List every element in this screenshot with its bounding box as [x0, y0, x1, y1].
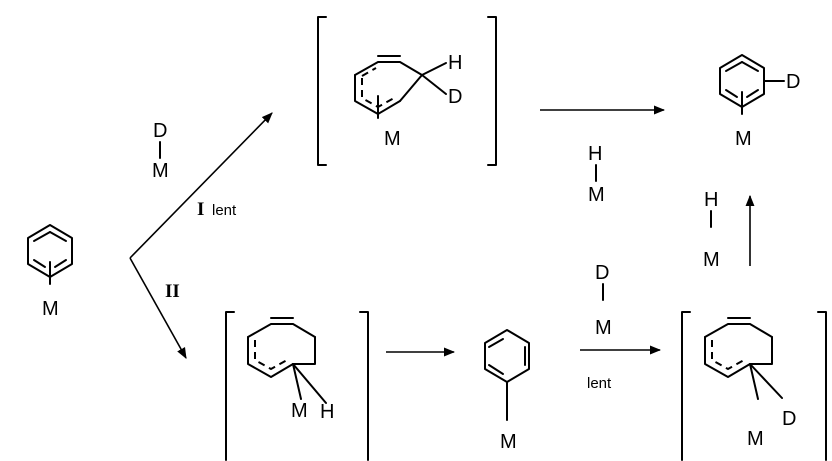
b1-metal-label: M	[291, 400, 308, 422]
bracket-top-intermediate	[317, 16, 497, 166]
top-reagent-h-label: H	[588, 143, 602, 165]
product-metal-label: M	[735, 128, 752, 150]
reagent-d-label: D	[153, 120, 167, 142]
branch-arrows	[129, 112, 273, 359]
reagent-DM-bottom: D M	[595, 262, 612, 339]
route-II-label: II	[165, 281, 180, 302]
route-I-label: I	[197, 199, 204, 220]
bottom-reagent-d-label: D	[595, 262, 609, 284]
bracket-bottom-right	[681, 311, 827, 461]
reagent-HM-right: H M	[703, 189, 720, 271]
top-h-label: H	[448, 52, 462, 74]
lower-rate-label: lent	[587, 375, 612, 392]
b2-metal-label: M	[500, 431, 517, 453]
top-metal-label: M	[384, 128, 401, 150]
reagent-m-label: M	[152, 160, 169, 182]
bracket-bottom-left	[225, 311, 369, 461]
bottom-reagent-m-label: M	[595, 317, 612, 339]
b3-d-label: D	[782, 408, 796, 430]
start-metal-label: M	[42, 298, 59, 320]
product-d-label: D	[786, 71, 800, 93]
top-reagent-m-label: M	[588, 184, 605, 206]
product-deuterated-arene: D M	[719, 54, 800, 150]
right-reagent-h-label: H	[704, 189, 718, 211]
bottom-intermediate-2: M D	[704, 317, 796, 450]
b1-h-label: H	[320, 401, 334, 423]
reagent-DM-route-I: D M	[152, 120, 169, 182]
bottom-intermediate-1: M H	[247, 317, 334, 423]
aryl-metal-complex: M	[484, 329, 530, 453]
start-arene-complex: M	[27, 224, 73, 320]
top-intermediate-complex: H D M	[354, 52, 462, 150]
top-d-label: D	[448, 86, 462, 108]
route-I-rate-label: lent	[212, 202, 237, 219]
reagent-HM-top: H M	[588, 143, 605, 206]
b3-metal-label: M	[747, 428, 764, 450]
right-reagent-m-label: M	[703, 249, 720, 271]
